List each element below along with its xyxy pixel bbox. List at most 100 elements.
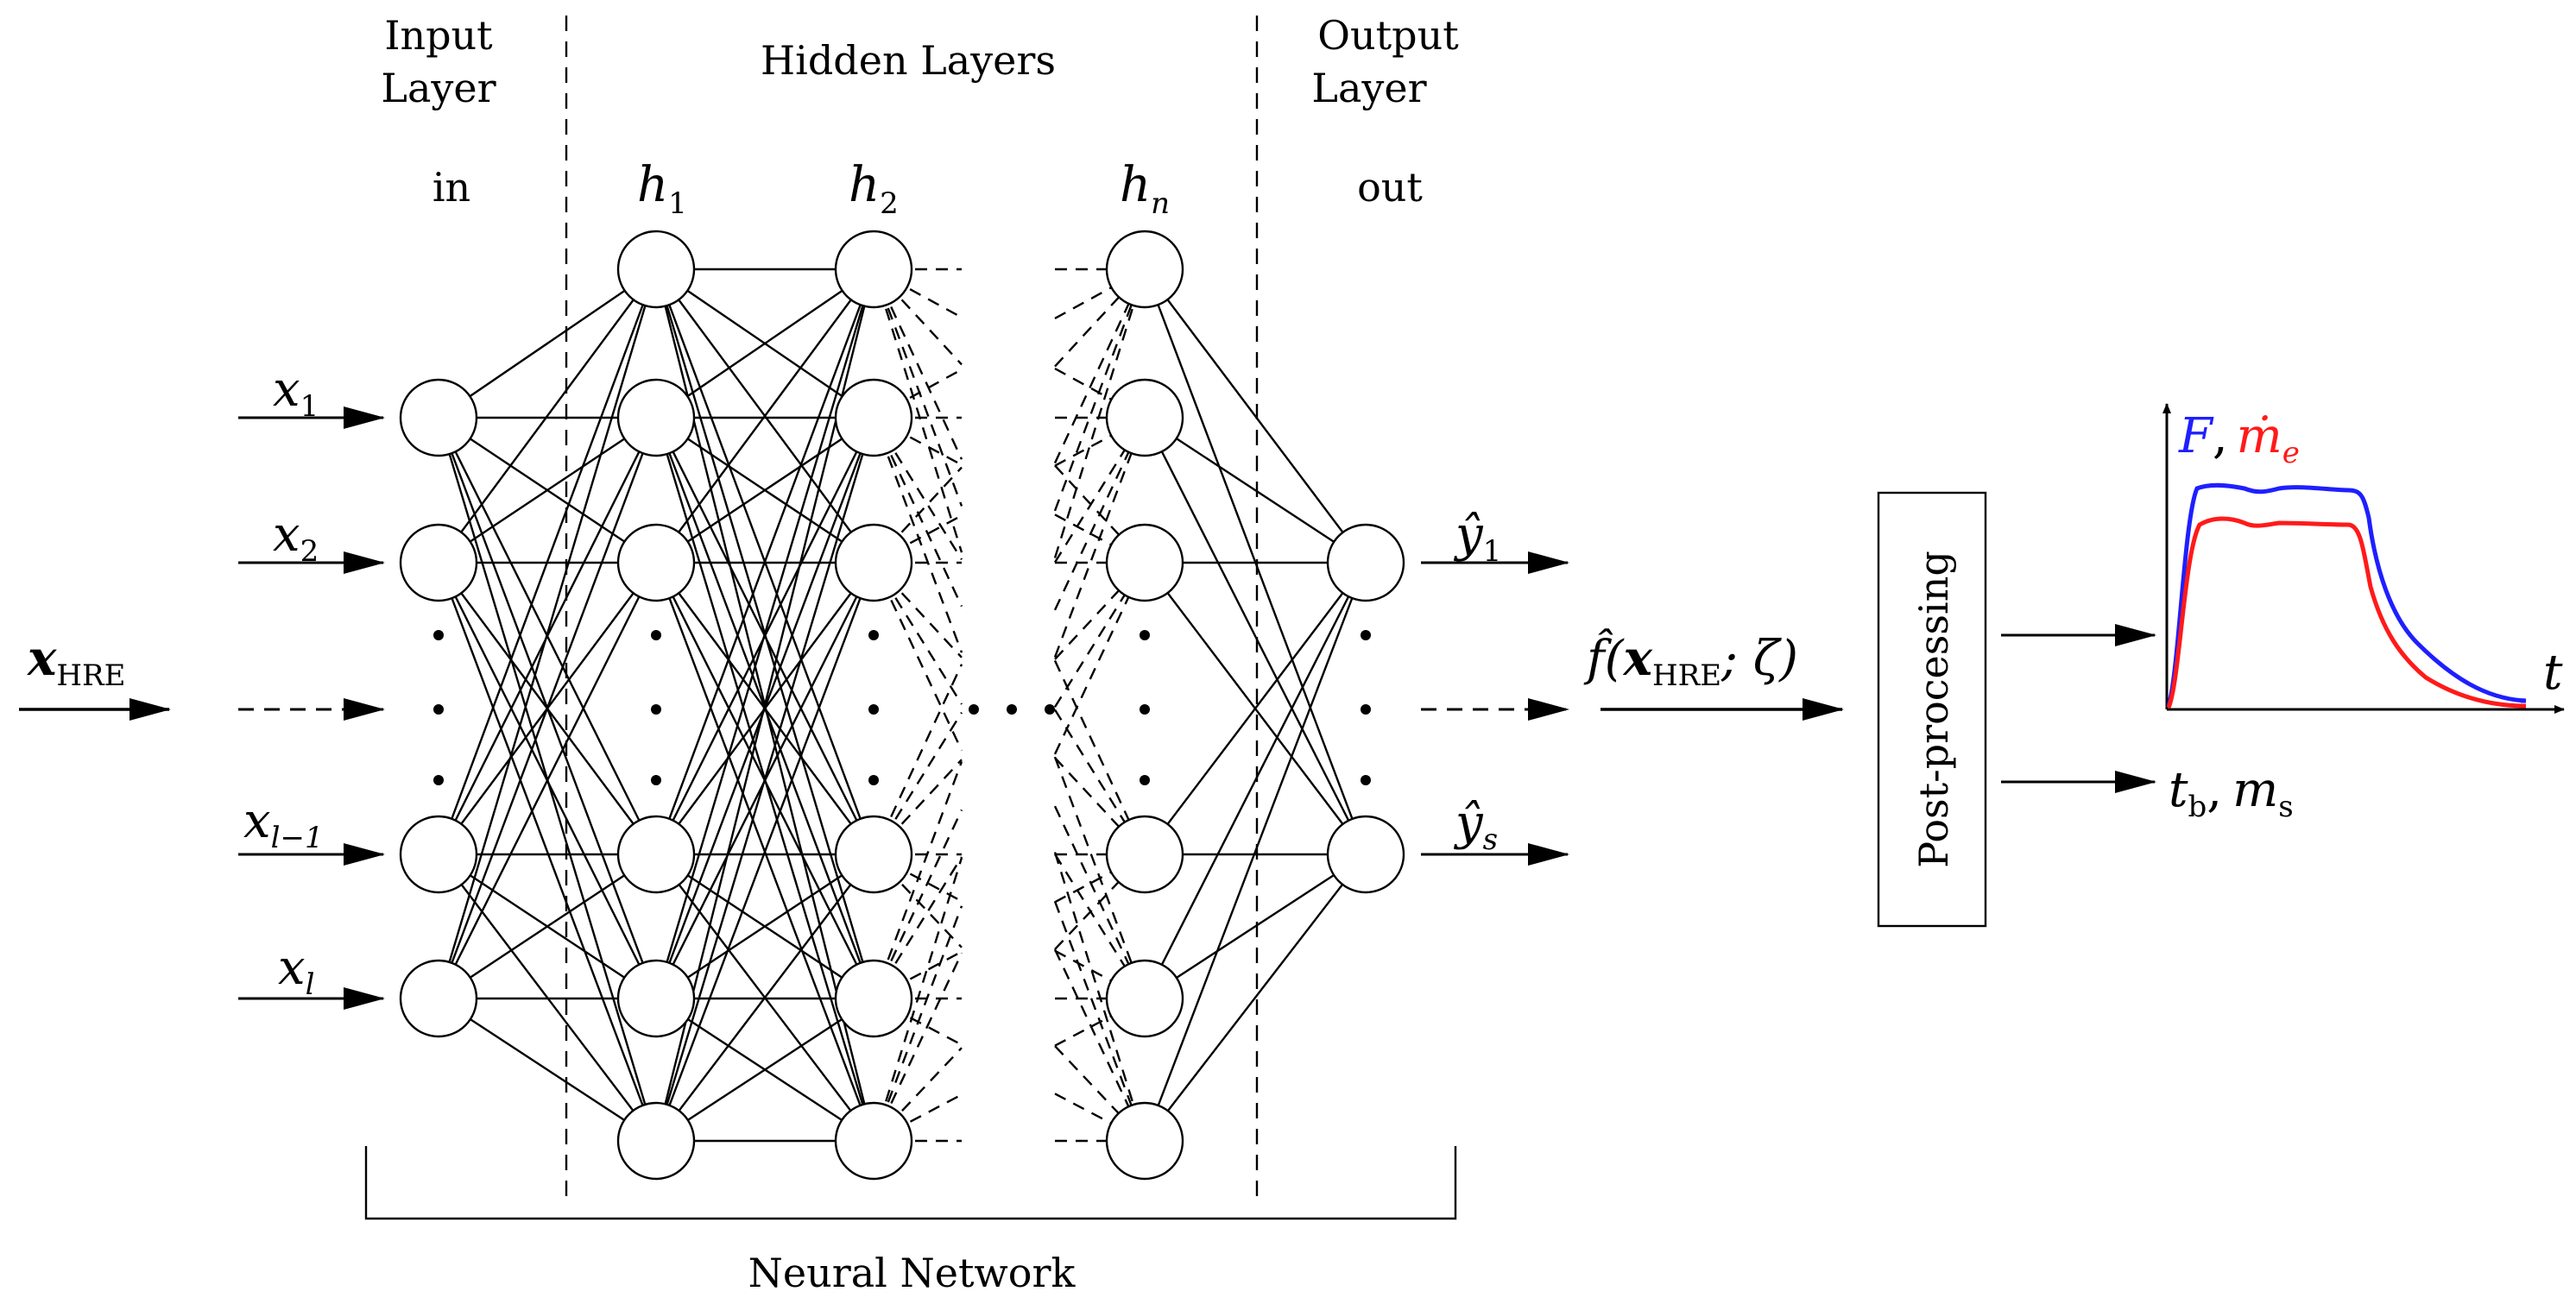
edge-h1-h2 [655, 854, 874, 1142]
layer-label-hn: hn [1120, 157, 1170, 221]
edge-hn-out [1144, 416, 1367, 564]
edge-in-h1 [437, 268, 658, 855]
edge-fade-hn [1053, 659, 1146, 855]
vertical-ellipsis-dot [868, 630, 879, 640]
edge-h2-fade [872, 664, 963, 855]
horizontal-ellipsis-dot [969, 704, 979, 715]
edge-h2-fade [872, 417, 963, 608]
input-node [399, 378, 478, 457]
horizontal-ellipsis-dot [1045, 704, 1055, 715]
edge-h2-fade [872, 417, 963, 653]
edge-h2-fade [872, 268, 963, 507]
vertical-ellipsis-dot [651, 704, 661, 715]
edge-hn-out [1143, 562, 1367, 999]
hidden-node-hn [1105, 523, 1184, 602]
input-label-x2: x2 [273, 507, 319, 569]
horizontal-ellipsis-dot [1007, 704, 1017, 715]
edge-h2-fade [873, 369, 963, 419]
edge-h2-fade [872, 809, 963, 999]
edge-h2-fade [872, 268, 963, 553]
hidden-node-hn [1105, 959, 1184, 1038]
hidden-node-h1 [616, 1101, 696, 1181]
edge-in-h1 [437, 417, 658, 999]
vertical-ellipsis-dot [1140, 704, 1150, 715]
edge-h2-fade [872, 268, 963, 460]
layer-label-h1: h1 [637, 157, 687, 221]
edge-h2-fade [873, 514, 963, 564]
edge-h2-fade [872, 857, 963, 1142]
edge-h2-fade [872, 761, 963, 999]
edge-h2-fade [872, 952, 963, 1142]
post-processing-box [1877, 491, 1987, 928]
input-node [399, 523, 478, 602]
hidden-node-hn [1105, 1101, 1184, 1181]
post-processing-label: Post-processing [1910, 551, 1957, 868]
output-node [1326, 815, 1405, 894]
edge-h2-fade [873, 416, 963, 466]
edge-in-h1 [438, 997, 657, 1143]
edge-h1-h2 [655, 268, 874, 564]
edge-h2-fade [872, 905, 963, 1142]
hidden-node-h1 [616, 230, 696, 309]
edge-h1-h2 [655, 268, 874, 419]
input-label-xl1: xl−1 [243, 793, 324, 855]
layer-label-h2: h2 [849, 157, 899, 221]
input-layer-header-2: Layer [381, 65, 496, 111]
edge-hn-out [1143, 417, 1367, 855]
output-plot: F,ṁe t [2162, 403, 2565, 714]
vertical-ellipsis-dot [1361, 704, 1371, 715]
edge-h2-fade [873, 268, 963, 318]
hidden-node-hn [1105, 815, 1184, 894]
output-node [1326, 523, 1405, 602]
ellipsis-dots [433, 630, 1371, 785]
vertical-ellipsis-dot [651, 775, 661, 785]
edge-in-h1 [438, 268, 657, 419]
input-label-xl: xl [278, 940, 314, 1002]
edge-in-h1 [437, 562, 658, 999]
neural-network-label: Neural Network [748, 1250, 1076, 1296]
vertical-ellipsis-dot [1361, 630, 1371, 640]
plot-label: F,ṁe [2178, 408, 2300, 470]
vertical-ellipsis-dot [433, 630, 444, 640]
output-label-y1: ŷ1 [1453, 507, 1501, 569]
edge-h2-fade [872, 562, 963, 752]
model-output-label: f̂(xHRE; ζ) [1583, 627, 1798, 693]
thrust-curve [2166, 482, 2527, 707]
hidden-node-h2 [834, 523, 913, 602]
hidden-node-h2 [834, 815, 913, 894]
edge-fade-hn [1053, 852, 1146, 1142]
edge-hn-out [1143, 562, 1367, 1142]
vertical-ellipsis-dot [433, 775, 444, 785]
edge-in-h1 [437, 268, 658, 999]
layer-label-out: out [1357, 164, 1423, 211]
results-label: tb,ms [2169, 762, 2294, 824]
edge-fade-hn [1053, 709, 1146, 855]
edge-fade-hn [1053, 417, 1146, 564]
edge-fade-hn [1053, 268, 1146, 464]
input-node [399, 815, 478, 894]
vertical-ellipsis-dot [1140, 775, 1150, 785]
edge-hn-out [1144, 562, 1367, 855]
hidden-node-h2 [834, 378, 913, 457]
edge-h1-h2 [655, 997, 874, 1143]
hidden-node-h1 [616, 815, 696, 894]
edge-h1-h2 [655, 853, 874, 1000]
edge-fade-hn [1053, 562, 1146, 708]
output-layer-header: Output [1317, 12, 1459, 59]
edge-h1-h2 [654, 562, 875, 1142]
edge-in-h1 [438, 268, 657, 564]
layer-label-in: in [432, 164, 470, 211]
edge-fade-hn [1053, 268, 1146, 558]
input-layer-header: Input [384, 12, 493, 59]
edge-fade-hn [1053, 854, 1146, 999]
vertical-ellipsis-dot [651, 630, 661, 640]
edge-hn-out [1144, 268, 1367, 564]
edge-in-h1 [438, 853, 657, 1000]
input-label-x1: x1 [273, 362, 319, 424]
edge-fade-hn [1053, 417, 1146, 658]
hidden-layers-header: Hidden Layers [761, 37, 1056, 84]
network-nodes [399, 230, 1405, 1181]
edge-h1-h2 [654, 417, 875, 1142]
hidden-node-h1 [616, 523, 696, 602]
vertical-ellipsis-dot [1140, 630, 1150, 640]
